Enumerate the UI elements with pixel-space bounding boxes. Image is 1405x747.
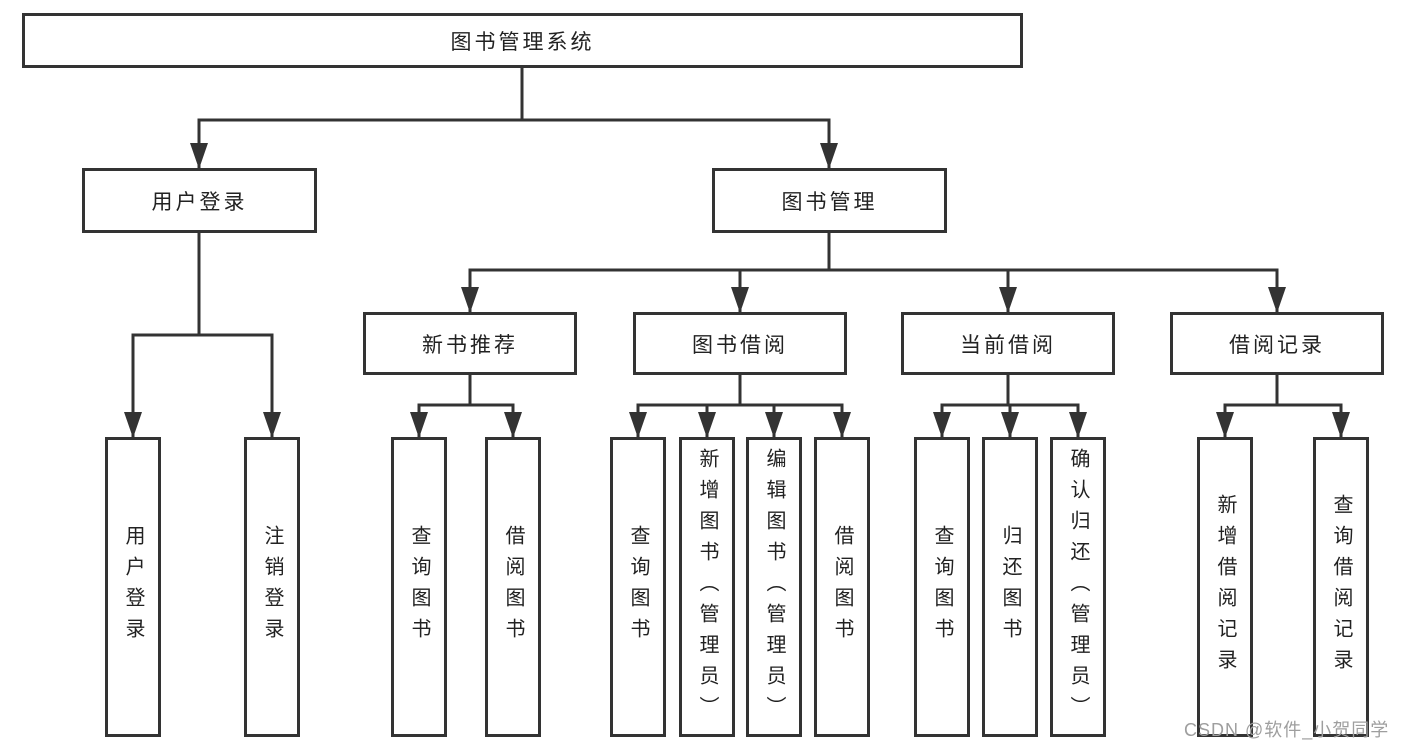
- node-label: 确认归还（管理员）: [1067, 447, 1089, 727]
- node-borrow-books-1: 借阅图书: [485, 437, 541, 737]
- connector-user-login: [131, 231, 274, 337]
- node-edit-book-admin: 编辑图书（管理员）: [746, 437, 802, 737]
- connector-book-borrowing: [636, 373, 844, 407]
- node-label: 借阅图书: [831, 525, 853, 649]
- node-new-book-recommendation: 新书推荐: [363, 312, 577, 375]
- connector-new-book-recommendation: [417, 373, 515, 407]
- node-user-login-leaf: 用户登录: [105, 437, 161, 737]
- node-label: 新增图书（管理员）: [696, 447, 718, 727]
- node-label: 用户登录: [151, 190, 248, 214]
- node-query-books-3: 查询图书: [914, 437, 970, 737]
- connector-book-management: [468, 231, 1279, 272]
- node-user-login: 用户登录: [82, 168, 317, 233]
- node-borrow-books-2: 借阅图书: [814, 437, 870, 737]
- node-query-books-2: 查询图书: [610, 437, 666, 737]
- connector-current-borrowing: [940, 373, 1080, 407]
- node-label: 当前借阅: [960, 333, 1056, 357]
- node-label: 查询图书: [627, 525, 649, 649]
- node-add-borrow-record: 新增借阅记录: [1197, 437, 1253, 737]
- node-label: 归还图书: [999, 525, 1021, 649]
- node-label: 注销登录: [261, 525, 283, 649]
- node-label: 查询借阅记录: [1330, 494, 1352, 680]
- node-label: 图书管理系统: [450, 30, 595, 54]
- node-label: 编辑图书（管理员）: [763, 447, 785, 727]
- node-return-books: 归还图书: [982, 437, 1038, 737]
- csdn-watermark: CSDN @软件_小贺同学: [1184, 720, 1390, 740]
- node-borrowing-records: 借阅记录: [1170, 312, 1384, 375]
- node-label: 查询图书: [408, 525, 430, 649]
- node-label: 新书推荐: [422, 333, 518, 357]
- node-label: 借阅图书: [502, 525, 524, 649]
- node-confirm-return-admin: 确认归还（管理员）: [1050, 437, 1106, 737]
- node-label: 图书借阅: [692, 333, 788, 357]
- node-label: 图书管理: [781, 190, 878, 214]
- connector-root: [197, 66, 831, 122]
- node-book-management: 图书管理: [712, 168, 947, 233]
- node-label: 借阅记录: [1229, 333, 1325, 357]
- node-library-management-system: 图书管理系统: [22, 13, 1023, 68]
- connector-borrowing-records: [1223, 373, 1343, 407]
- node-query-borrow-record: 查询借阅记录: [1313, 437, 1369, 737]
- node-book-borrowing: 图书借阅: [633, 312, 847, 375]
- node-label: 用户登录: [122, 525, 144, 649]
- node-label: 新增借阅记录: [1214, 494, 1236, 680]
- node-current-borrowing: 当前借阅: [901, 312, 1115, 375]
- node-add-book-admin: 新增图书（管理员）: [679, 437, 735, 737]
- node-logout-leaf: 注销登录: [244, 437, 300, 737]
- node-query-books-1: 查询图书: [391, 437, 447, 737]
- node-label: 查询图书: [931, 525, 953, 649]
